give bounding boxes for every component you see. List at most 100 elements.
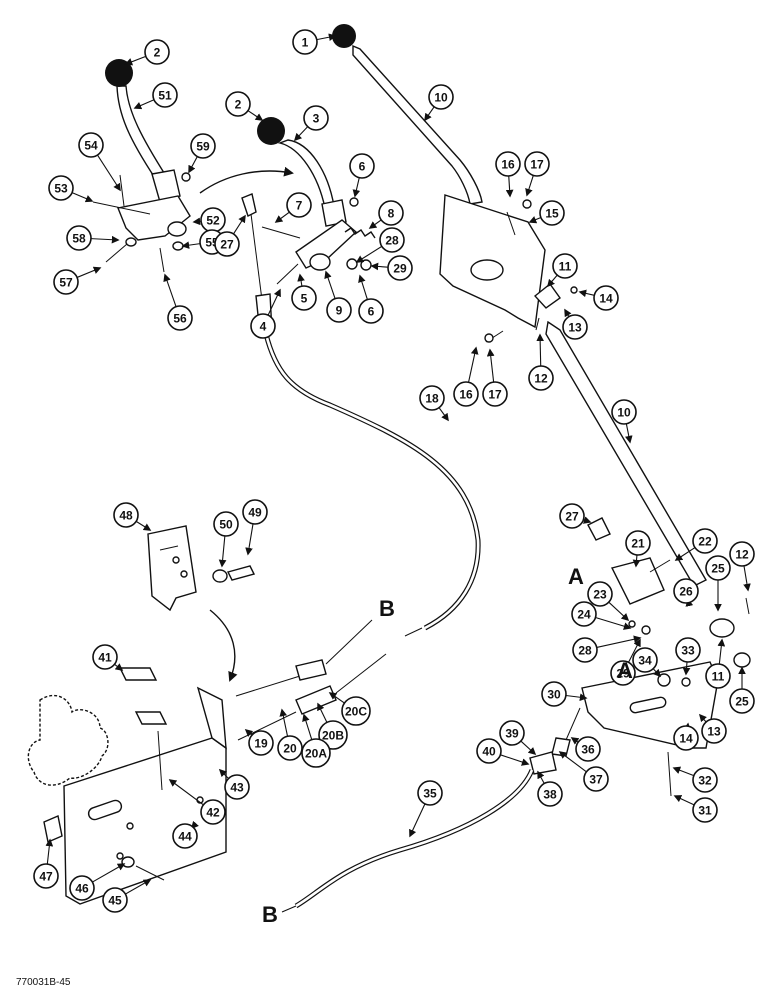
leader-line xyxy=(317,702,328,723)
callout-label: 38 xyxy=(543,788,557,802)
callout-label: 17 xyxy=(488,388,502,402)
callout-20a: 20A xyxy=(301,713,331,768)
knob-part-2-left xyxy=(105,59,133,87)
leader-line xyxy=(682,661,691,676)
callout-29: 29 xyxy=(610,638,641,686)
leader-line xyxy=(468,346,479,383)
washer-28 xyxy=(346,258,358,270)
leader-line xyxy=(674,547,696,561)
callout-1: 1 xyxy=(292,29,337,55)
leader-line xyxy=(324,270,336,299)
leader-line xyxy=(328,692,345,704)
washer-28-lower xyxy=(641,625,651,635)
leader-line xyxy=(135,520,152,531)
callout-circle xyxy=(625,530,651,556)
callout-circle xyxy=(292,29,318,55)
mounting-plate-assembly xyxy=(27,667,227,905)
callout-label: 20A xyxy=(305,747,327,761)
leader-line xyxy=(570,737,580,745)
leader-line xyxy=(632,554,641,568)
callout-circle xyxy=(318,720,348,750)
callout-11: 11 xyxy=(705,638,731,689)
bolt-31 xyxy=(667,751,672,797)
callout-circle xyxy=(224,774,250,800)
callout-label: 56 xyxy=(173,312,187,326)
leader-line xyxy=(192,217,202,226)
screw-12-top xyxy=(535,317,540,331)
callout-43: 43 xyxy=(218,768,250,800)
callout-circle xyxy=(53,269,79,295)
leader-line xyxy=(297,273,305,287)
callout-26: 26 xyxy=(673,578,699,607)
callout-18: 18 xyxy=(419,385,449,422)
callout-label: 33 xyxy=(681,644,695,658)
callout-label: 12 xyxy=(534,372,548,386)
callout-circle xyxy=(541,681,567,707)
callout-circle xyxy=(611,399,637,425)
clevis-27-top xyxy=(241,193,257,217)
transmission-ghost xyxy=(27,694,109,786)
washer-17-bottom xyxy=(484,333,494,343)
callout-circle xyxy=(387,255,413,281)
leader-line xyxy=(125,879,152,895)
clevis-41-top xyxy=(118,667,158,681)
callout-21: 21 xyxy=(625,530,651,568)
leader-line xyxy=(133,99,155,110)
callout-label: 32 xyxy=(698,774,712,788)
callout-circle xyxy=(113,502,139,528)
leader-line xyxy=(163,273,177,307)
bolt-53 xyxy=(92,201,151,215)
clevis-27-lower xyxy=(587,517,611,541)
callout-59: 59 xyxy=(188,133,216,174)
callout-circle xyxy=(358,298,384,324)
callout-label: 37 xyxy=(589,773,603,787)
middle-lever-assembly xyxy=(241,117,376,285)
callout-label: 34 xyxy=(638,654,652,668)
callout-circle xyxy=(453,381,479,407)
callout-label: 52 xyxy=(206,214,220,228)
bolt-49 xyxy=(226,565,256,581)
callout-label: 16 xyxy=(459,388,473,402)
callout-label: 27 xyxy=(565,510,579,524)
lever-clamp xyxy=(151,169,181,203)
callout-39: 39 xyxy=(499,720,537,756)
cable-18-rod xyxy=(250,213,263,301)
reference-letter-b: B xyxy=(379,596,395,621)
spring-8 xyxy=(344,227,376,239)
leader-line xyxy=(608,601,630,622)
leader-line xyxy=(558,751,587,773)
callout-label: 49 xyxy=(248,506,262,520)
leader-line xyxy=(233,214,246,235)
callout-20c: 20C xyxy=(328,692,371,726)
callout-38: 38 xyxy=(537,770,563,807)
leader-line xyxy=(279,708,289,737)
callout-56: 56 xyxy=(163,273,193,331)
callout-label: 6 xyxy=(368,305,375,319)
callout-32: 32 xyxy=(672,766,718,793)
callout-34: 34 xyxy=(632,647,662,678)
callout-circle xyxy=(213,511,239,537)
callout-label: 24 xyxy=(577,608,591,622)
slot-30 xyxy=(629,696,667,714)
knob-part-2-middle xyxy=(257,117,285,145)
figure-code: 770031B-45 xyxy=(16,977,71,988)
callout-label: 39 xyxy=(505,727,519,741)
callout-48: 48 xyxy=(113,502,152,531)
callout-circle xyxy=(537,781,563,807)
callout-label: 28 xyxy=(385,234,399,248)
pivot-boss xyxy=(167,221,187,237)
callout-label: 48 xyxy=(119,509,133,523)
callout-label: 6 xyxy=(359,160,366,174)
callout-circle xyxy=(729,541,755,567)
callout-circle xyxy=(692,797,718,823)
callout-label: 1 xyxy=(302,36,309,50)
leader-line xyxy=(536,333,544,367)
pivot-boss-middle xyxy=(309,253,331,271)
cable-20-fittings xyxy=(295,685,337,715)
nut-6-top xyxy=(349,197,359,207)
washer-55 xyxy=(172,241,184,251)
callout-circle xyxy=(78,132,104,158)
callout-28: 28 xyxy=(355,227,405,263)
fitting-36 xyxy=(565,707,581,741)
